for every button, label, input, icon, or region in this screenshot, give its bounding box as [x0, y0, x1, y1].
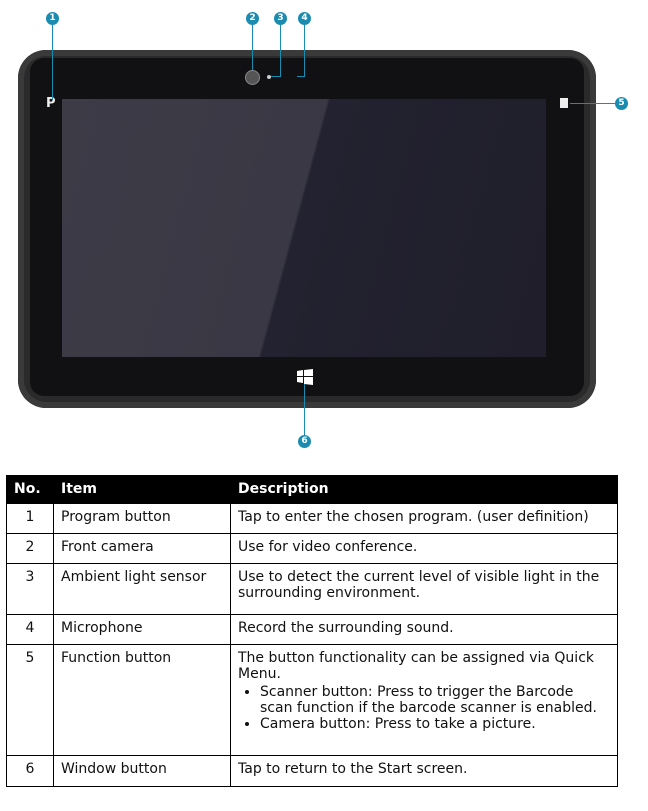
- function-button-icon: [560, 98, 568, 108]
- table-row: 4 Microphone Record the surrounding soun…: [6, 614, 618, 645]
- table-row: 1 Program button Tap to enter the chosen…: [6, 503, 618, 534]
- row-item: Window button: [53, 755, 231, 787]
- row-description: Tap to enter the chosen program. (user d…: [230, 503, 618, 534]
- front-camera-icon: [245, 70, 260, 85]
- table-row: 3 Ambient light sensor Use to detect the…: [6, 563, 618, 615]
- row-item: Front camera: [53, 533, 231, 564]
- table-row: 2 Front camera Use for video conference.: [6, 533, 618, 564]
- table-row: 5 Function button The button functionali…: [6, 644, 618, 756]
- row-description: Use for video conference.: [230, 533, 618, 564]
- row-item: Ambient light sensor: [53, 563, 231, 615]
- callout-5: 5: [615, 97, 628, 110]
- callout-4: 4: [298, 12, 311, 25]
- row-description: Tap to return to the Start screen.: [230, 755, 618, 787]
- bullet-item: Camera button: Press to take a picture.: [260, 716, 610, 732]
- row-no: 1: [6, 503, 54, 534]
- bullet-list: Scanner button: Press to trigger the Bar…: [238, 684, 610, 732]
- callout-3: 3: [274, 12, 287, 25]
- tablet-screen: [62, 99, 546, 357]
- table-row: 6 Window button Tap to return to the Sta…: [6, 755, 618, 787]
- row-description: Use to detect the current level of visib…: [230, 563, 618, 615]
- bullet-item: Scanner button: Press to trigger the Bar…: [260, 684, 610, 716]
- light-sensor-icon: [267, 75, 271, 79]
- callout-2: 2: [246, 12, 259, 25]
- row-description: Record the surrounding sound.: [230, 614, 618, 645]
- row-description-text: The button functionality can be assigned…: [238, 650, 594, 682]
- row-item: Function button: [53, 644, 231, 756]
- row-no: 6: [6, 755, 54, 787]
- windows-logo-icon: [297, 369, 313, 385]
- row-no: 4: [6, 614, 54, 645]
- row-item: Microphone: [53, 614, 231, 645]
- callout-1: 1: [46, 12, 59, 25]
- program-button: P: [46, 96, 56, 111]
- callout-6: 6: [298, 435, 311, 448]
- row-no: 5: [6, 644, 54, 756]
- row-no: 2: [6, 533, 54, 564]
- header-no: No.: [6, 475, 54, 504]
- components-table: No. Item Description 1 Program button Ta…: [6, 475, 618, 787]
- header-item: Item: [53, 475, 231, 504]
- row-no: 3: [6, 563, 54, 615]
- row-description: The button functionality can be assigned…: [230, 644, 618, 756]
- header-description: Description: [230, 475, 618, 504]
- row-item: Program button: [53, 503, 231, 534]
- table-header: No. Item Description: [6, 475, 618, 504]
